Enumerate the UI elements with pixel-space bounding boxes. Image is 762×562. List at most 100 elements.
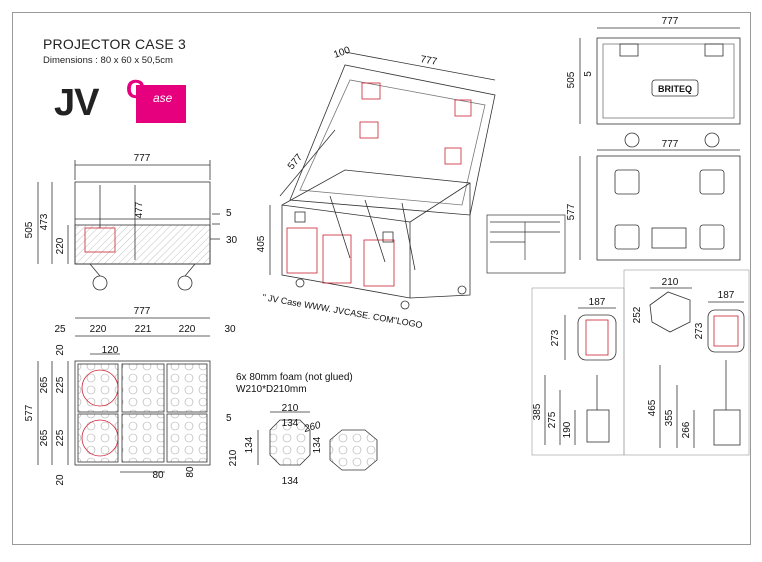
- foam-octagon-front: [269, 419, 311, 466]
- iso-wheel-3: [457, 285, 467, 295]
- foam-octagon-iso: [329, 429, 378, 471]
- top-foam-cell-5: [121, 413, 165, 463]
- foam-note-line1: 6x 80mm foam (not glued): [236, 372, 353, 383]
- top-top-margin-label: 20: [55, 344, 66, 356]
- iso-lid-depth-label: 100: [332, 45, 352, 61]
- front-foam-zone: [74, 224, 211, 265]
- iso-foam-blocks: [286, 227, 395, 287]
- right-front-gap-label: 5: [583, 71, 594, 77]
- fixture-2-h2-label: 355: [664, 409, 675, 426]
- right-back-handle-1: [614, 169, 640, 195]
- fixture-1-panel: [531, 287, 625, 456]
- right-back-depth-label: 577: [566, 203, 577, 220]
- right-front-wheel-1: [624, 132, 640, 148]
- logo-c-text: C: [126, 74, 145, 104]
- foam-inner-top-label: 134: [282, 418, 299, 429]
- logo-pink-block: [136, 85, 186, 123]
- right-back-label-plate: [651, 227, 687, 249]
- right-back-view: [579, 149, 741, 261]
- right-front-brand-label: BRITEQ: [658, 84, 692, 94]
- iso-view: [269, 51, 496, 310]
- fixture-1-height-label: 273: [550, 329, 561, 346]
- foam-inner-left-label: 134: [244, 436, 255, 453]
- right-back-handle-4: [699, 224, 725, 250]
- fixture-panels: [531, 269, 750, 456]
- top-fixture-1: [81, 369, 119, 407]
- top-col3-label: 220: [179, 324, 196, 335]
- label-plate-outline: [486, 214, 566, 274]
- right-front-height-label: 505: [566, 71, 577, 88]
- top-bottom-margin-label: 20: [55, 474, 66, 486]
- front-view: [37, 160, 220, 291]
- iso-latch-1: [294, 211, 306, 223]
- iso-lid-pocket-2: [454, 99, 472, 117]
- top-right-margin-label: 30: [224, 324, 236, 335]
- dimensions-text: Dimensions : 80 x 60 x 50,5cm: [43, 55, 173, 66]
- front-height-inner-label: 473: [39, 213, 50, 230]
- fixture-1-h2-label: 275: [547, 411, 558, 428]
- foam-angle-label: 260: [302, 420, 322, 435]
- iso-latch-2: [382, 231, 394, 243]
- right-back-width-label: 777: [662, 139, 679, 150]
- iso-wheel-2: [400, 300, 410, 310]
- fixture-2-height-label: 273: [694, 322, 705, 339]
- front-lid-gap-label: 5: [226, 208, 232, 219]
- fixture-2-side-head: [707, 309, 745, 353]
- top-col2-label: 221: [135, 324, 152, 335]
- front-bottom-label: 220: [55, 237, 66, 254]
- fixture-2-iso-head: [649, 291, 691, 333]
- top-side-gap-label: 5: [226, 413, 232, 424]
- top-col1-label: 220: [90, 324, 107, 335]
- fixture-2-base: [713, 409, 741, 446]
- right-back-handle-3: [614, 224, 640, 250]
- front-height-total-label: 505: [24, 221, 35, 238]
- front-wheel-right: [177, 275, 193, 291]
- top-row1-label: 265: [39, 376, 50, 393]
- right-back-handle-2: [699, 169, 725, 195]
- top-case-outline: [74, 360, 211, 466]
- fixture-1-total-label: 385: [532, 403, 543, 420]
- right-front-brand-plate: [651, 79, 699, 97]
- top-item-width-label: 120: [102, 345, 119, 356]
- front-wheel-left: [92, 275, 108, 291]
- right-front-wheel-2: [704, 132, 720, 148]
- fixture-1-base: [586, 409, 610, 443]
- foam-detail: [257, 411, 378, 471]
- right-front-width-label: 777: [662, 16, 679, 27]
- top-width-label: 777: [134, 306, 151, 317]
- top-foam-cell-6: [166, 413, 208, 463]
- iso-width-label: 777: [419, 54, 438, 68]
- top-gap-label: 80: [152, 470, 164, 481]
- jv-case-logo: JV C ase: [48, 74, 188, 125]
- front-foam-label: 30: [226, 235, 238, 246]
- iso-front-top-edge: [281, 204, 411, 223]
- fixture-1-drawing: [544, 307, 617, 445]
- iso-logo-caption: " JV Case WWW. JVCASE. COM"LOGO: [262, 292, 424, 330]
- iso-body: [281, 169, 471, 299]
- top-foam-cell-3: [166, 363, 208, 413]
- foam-h-label: 210: [228, 449, 239, 466]
- iso-wheel-1: [295, 278, 305, 288]
- front-inner-label: 477: [134, 201, 145, 218]
- top-right-bottom-label: 80: [185, 466, 196, 478]
- fixture-2-top-width-label: 210: [662, 277, 679, 288]
- fixture-2-h3-label: 266: [681, 421, 692, 438]
- fixture-1-h3-label: 190: [562, 421, 573, 438]
- foam-w-label: 210: [282, 403, 299, 414]
- top-view: [37, 317, 211, 473]
- logo-jv-text: JV: [54, 82, 99, 124]
- fixture-2-panel: [623, 269, 750, 456]
- front-width-label: 777: [134, 153, 151, 164]
- fixture-2-total-label: 465: [647, 399, 658, 416]
- top-fixture-2: [81, 419, 119, 457]
- right-front-latch-2: [704, 43, 724, 57]
- drawing-title: PROJECTOR CASE 3: [43, 36, 186, 52]
- front-fixture: [84, 185, 116, 253]
- top-row1-inner-label: 225: [55, 376, 66, 393]
- foam-note-line2: W210*D210mm: [236, 384, 307, 395]
- top-foam-cell-2: [121, 363, 165, 413]
- foam-inner-right-label: 134: [312, 436, 323, 453]
- fixture-1-width-label: 187: [589, 297, 606, 308]
- foam-inner-bottom-label: 134: [282, 476, 299, 487]
